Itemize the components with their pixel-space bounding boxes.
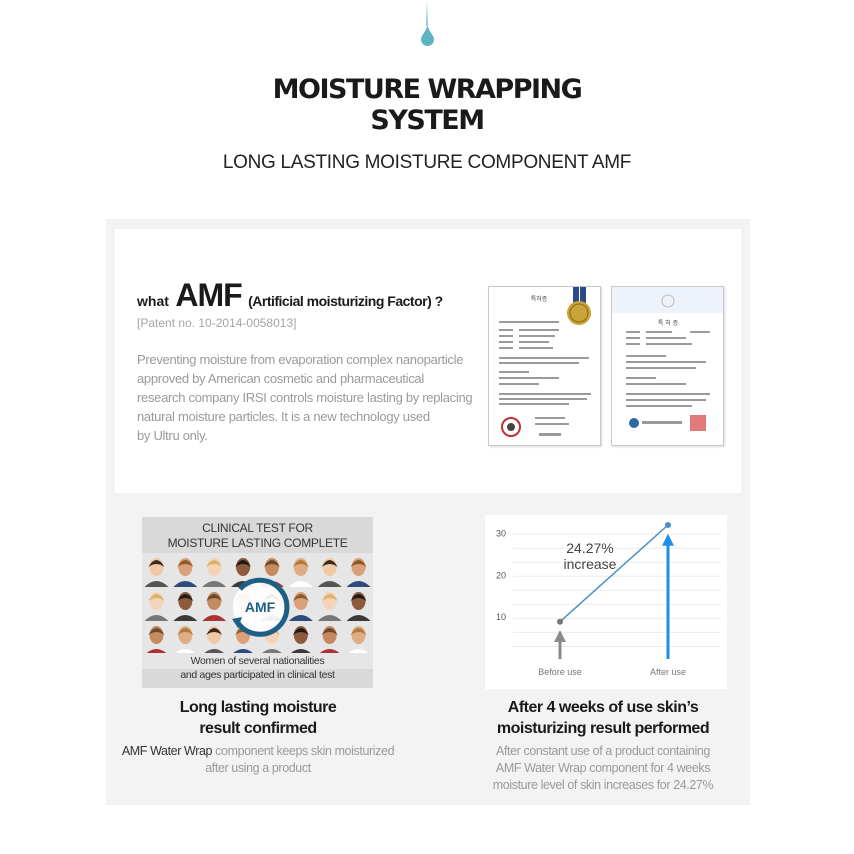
y-tick-label: 30 <box>496 528 506 538</box>
amf-prefix: what <box>137 293 169 309</box>
gold-seal-icon <box>567 301 591 325</box>
participant-faces: AMF <box>142 553 373 669</box>
data-point-after <box>665 522 671 528</box>
participant-face <box>144 592 169 621</box>
participant-face <box>173 558 198 587</box>
x-category-label: Before use <box>538 667 582 677</box>
clinical-test-image: CLINICAL TEST FOR MOISTURE LASTING COMPL… <box>142 517 373 688</box>
chart-annotation-percent: 24.27% <box>566 540 613 556</box>
cert-1-title: 특허증 <box>531 295 548 303</box>
participant-face <box>173 592 198 621</box>
participant-face <box>346 592 371 621</box>
page-title: MOISTURE WRAPPING SYSTEM <box>272 74 583 136</box>
x-category-label: After use <box>650 667 686 677</box>
participant-face <box>146 626 167 653</box>
participant-face <box>319 626 340 653</box>
participant-face <box>291 626 311 653</box>
clinical-test-title: CLINICAL TEST FOR MOISTURE LASTING COMPL… <box>167 521 348 550</box>
amf-badge-arc <box>235 577 290 637</box>
amf-full-name: (Artificial moisturizing Factor) ? <box>248 293 443 309</box>
chart-annotation-label: increase <box>564 556 617 572</box>
patent-certificate-2: 특 허 증 <box>611 286 724 446</box>
clinical-caption: Women of several nationalities and ages … <box>180 655 335 681</box>
emblem-icon <box>661 294 675 308</box>
clinical-result-heading: Long lasting moisture result confirmed <box>179 699 337 737</box>
usage-result-heading: After 4 weeks of use skin’s moisturizing… <box>496 699 710 737</box>
before-arrow-head <box>554 630 566 643</box>
data-point-before <box>557 618 563 625</box>
participant-face <box>175 626 196 653</box>
drop-line <box>426 0 428 26</box>
patent-certificate-1: 특허증 <box>488 286 601 446</box>
usage-result-description: After constant use of a product containi… <box>492 744 714 792</box>
participant-face <box>288 592 313 621</box>
series-line <box>559 524 669 623</box>
y-tick-label: 10 <box>496 612 506 622</box>
amf-name: AMF <box>175 277 242 313</box>
participant-face <box>346 558 371 587</box>
patent-number: [Patent no. 10-2014-0058013] <box>137 316 297 330</box>
participant-face <box>317 592 342 621</box>
participant-face <box>317 558 342 587</box>
clinical-result-description: AMF Water Wrap component keeps skin mois… <box>121 744 395 775</box>
water-drop-icon <box>421 24 434 46</box>
amf-heading: what AMF (Artificial moisturizing Factor… <box>137 277 443 314</box>
participant-face <box>288 558 313 587</box>
participant-face <box>202 592 227 621</box>
participant-face <box>202 558 227 587</box>
after-arrow-head <box>662 533 674 546</box>
page-subtitle: LONG LASTING MOISTURE COMPONENT AMF <box>222 152 632 173</box>
participant-face <box>204 626 224 653</box>
amf-badge-label: AMF <box>245 599 276 615</box>
y-tick-label: 20 <box>496 570 506 580</box>
participant-face <box>144 558 169 587</box>
participant-face <box>348 626 369 653</box>
amf-description: Preventing moisture from evaporation com… <box>137 352 473 443</box>
cert-2-title: 특 허 증 <box>658 319 679 327</box>
